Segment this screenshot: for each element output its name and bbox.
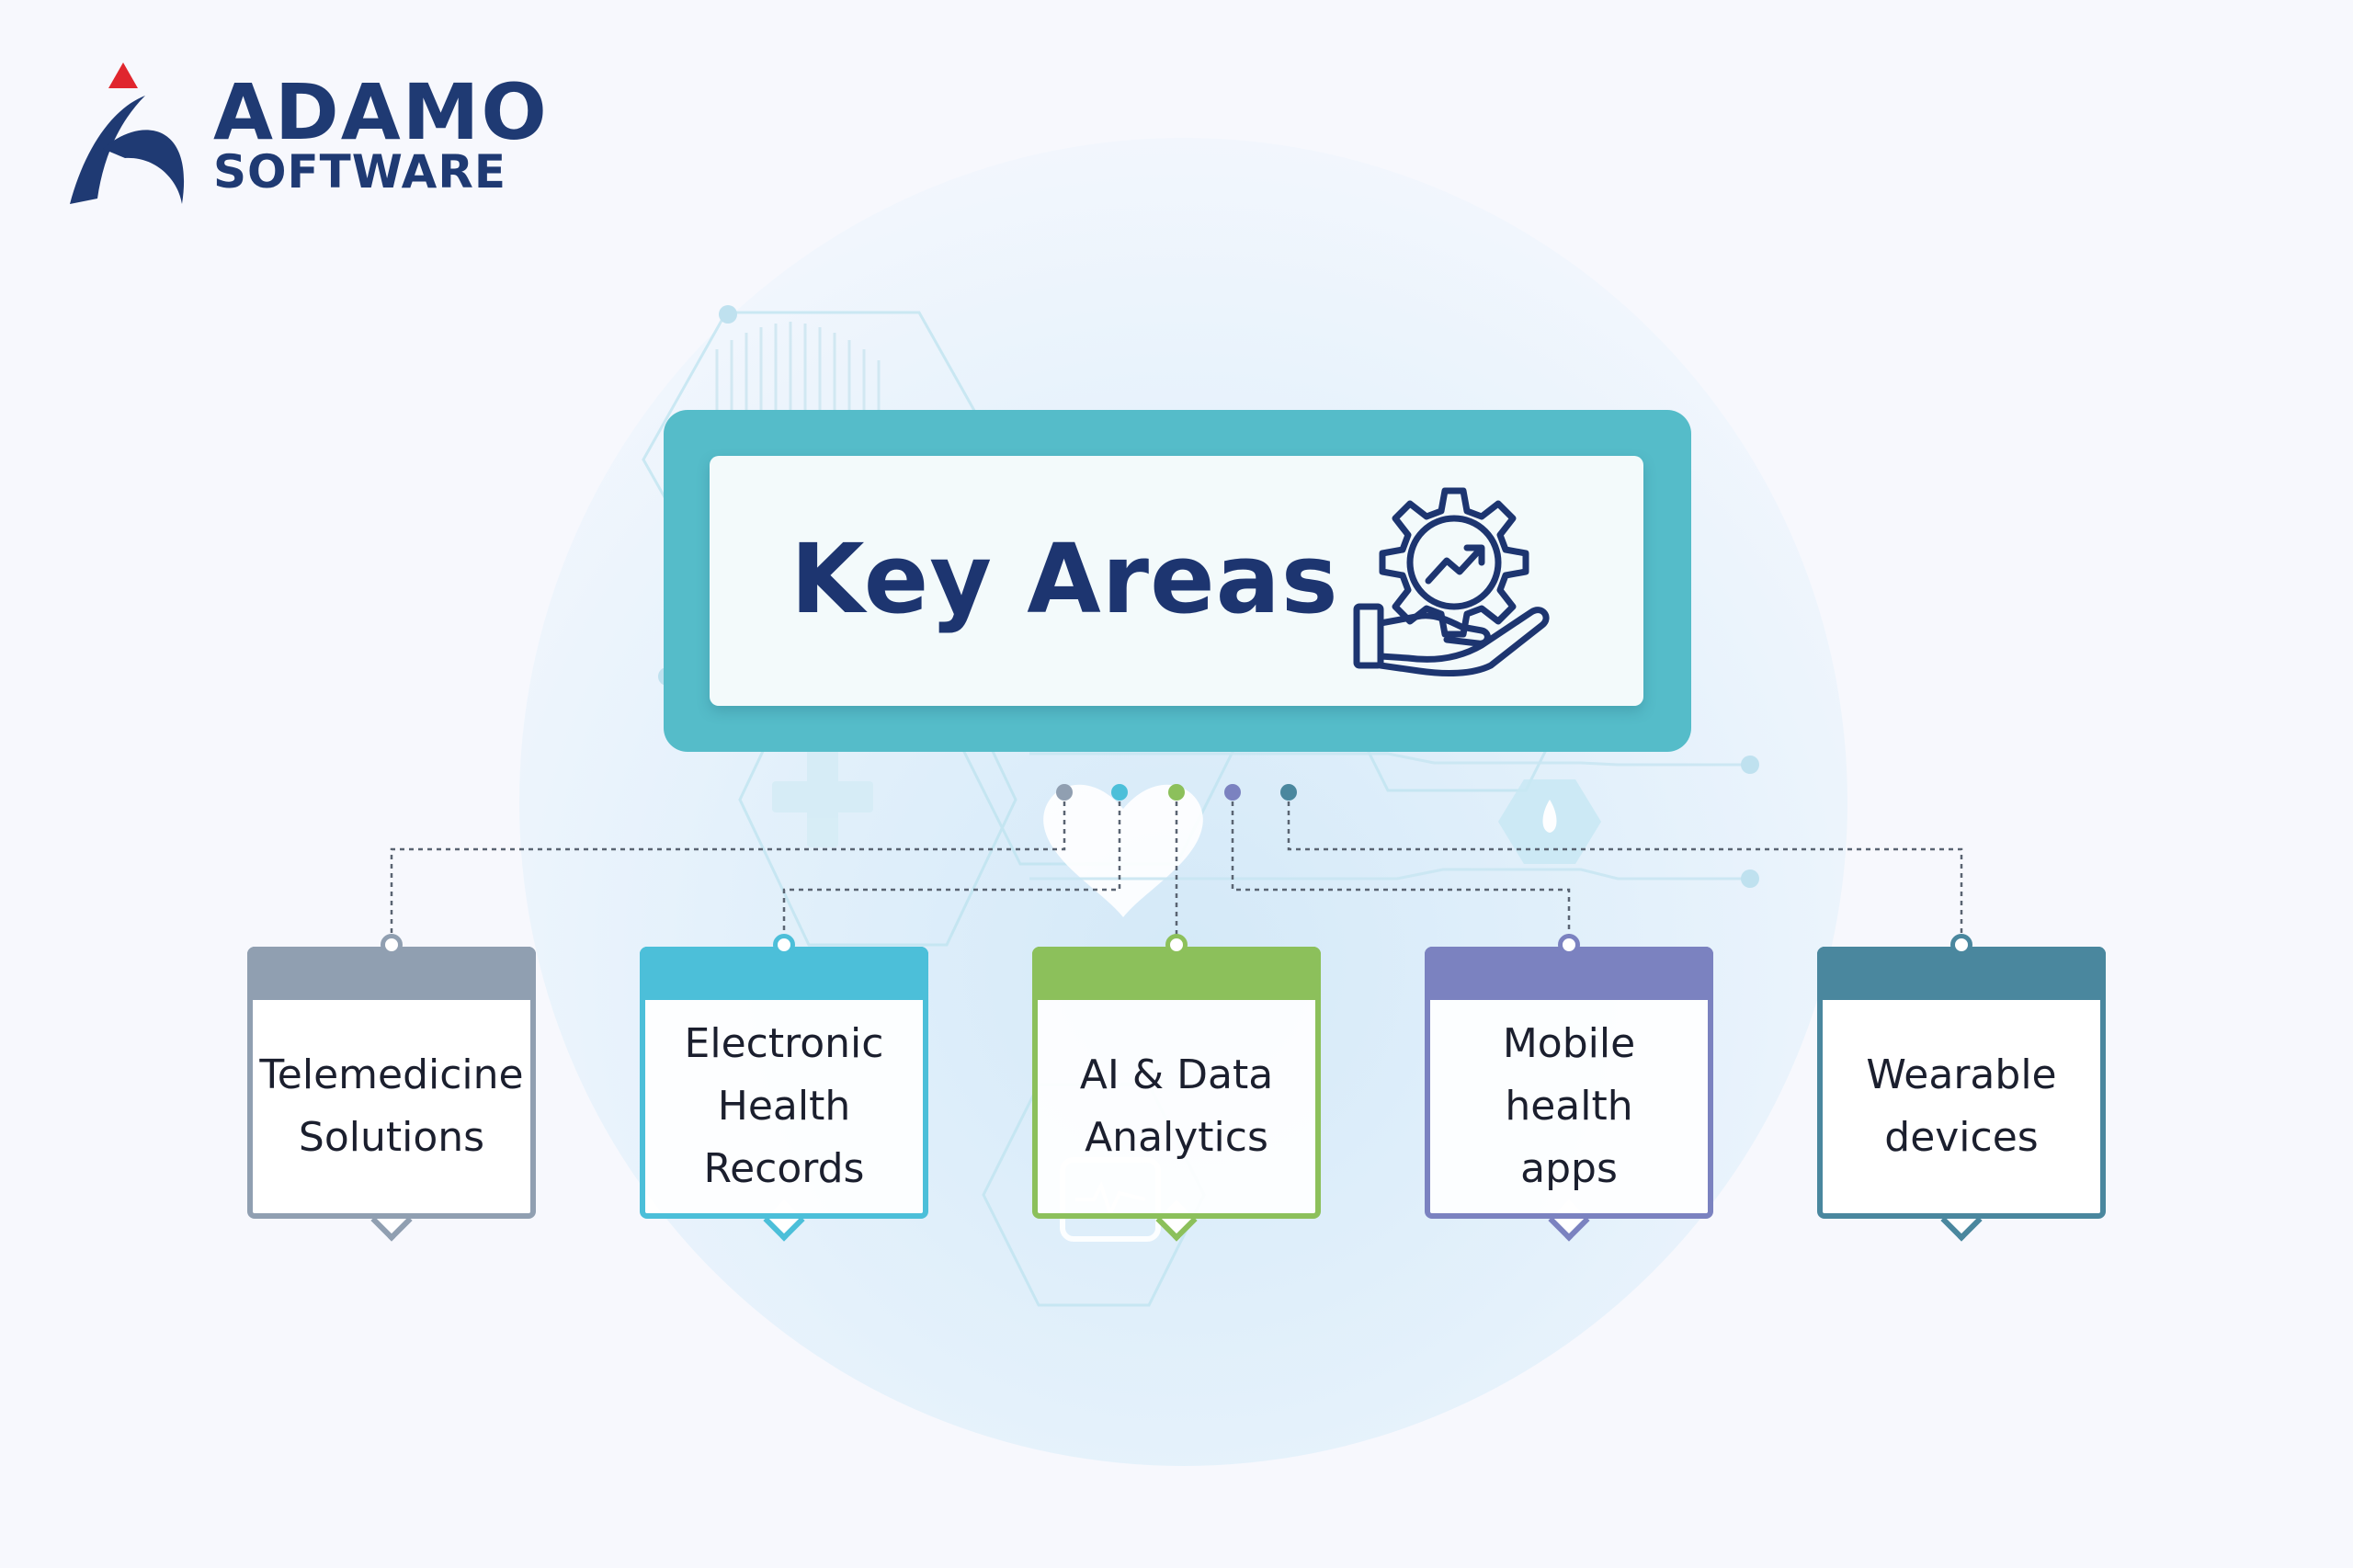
connector-line bbox=[782, 792, 1121, 937]
logo-mark-icon bbox=[70, 62, 185, 204]
connector-line bbox=[1231, 792, 1571, 937]
box-body bbox=[645, 1000, 923, 1213]
key-area-box-mobile-health-apps: Mobile health apps bbox=[1425, 934, 1713, 1242]
box-body bbox=[253, 1000, 530, 1213]
logo-wordmark-adamo: ADAMO bbox=[213, 67, 549, 157]
key-area-box-electronic-health-records: Electronic Health Records bbox=[640, 934, 928, 1242]
connector-dot bbox=[1224, 784, 1241, 801]
company-logo: ADAMO SOFTWARE bbox=[66, 61, 581, 217]
heart-icon bbox=[1043, 784, 1203, 917]
box-connector-dot bbox=[1950, 934, 1972, 956]
key-area-label: Electronic Health Records bbox=[684, 1020, 884, 1192]
box-connector-dot bbox=[381, 934, 403, 956]
key-area-label: Mobile health apps bbox=[1502, 1020, 1636, 1192]
connector-dot bbox=[1280, 784, 1297, 801]
connector-line bbox=[1287, 792, 1963, 937]
key-area-label: Telemedicine Solutions bbox=[259, 1051, 524, 1161]
box-body bbox=[1038, 1000, 1315, 1213]
key-area-box-wearable-devices: Wearable devices bbox=[1817, 934, 2106, 1242]
connector-dot bbox=[1111, 784, 1128, 801]
gear-growth-hand-icon bbox=[1353, 487, 1550, 676]
page-title: Key Areas bbox=[790, 523, 1339, 635]
logo-wordmark-software: SOFTWARE bbox=[213, 145, 507, 199]
key-area-label: AI & Data Analytics bbox=[1079, 1051, 1274, 1161]
box-connector-dot bbox=[1165, 934, 1188, 956]
box-connector-dot bbox=[773, 934, 795, 956]
box-body bbox=[1823, 1000, 2100, 1213]
droplet-icon bbox=[1542, 800, 1557, 833]
key-area-box-ai-data-analytics: AI & Data Analytics bbox=[1032, 934, 1321, 1242]
connector-dot bbox=[1168, 784, 1185, 801]
box-body bbox=[1430, 1000, 1708, 1213]
box-connector-dot bbox=[1558, 934, 1580, 956]
connector-line bbox=[390, 792, 1066, 937]
key-area-label: Wearable devices bbox=[1866, 1051, 2057, 1161]
key-area-box-telemedicine: Telemedicine Solutions bbox=[247, 934, 536, 1242]
connector-dot bbox=[1056, 784, 1073, 801]
